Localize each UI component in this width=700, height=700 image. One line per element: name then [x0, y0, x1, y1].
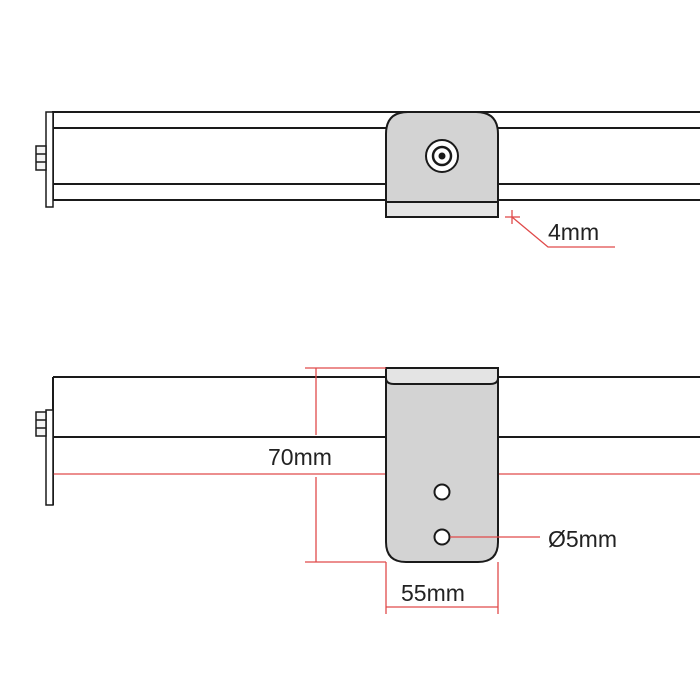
- bottom-end-plate: [45, 409, 54, 506]
- thickness-label: 4mm: [548, 219, 599, 245]
- height-dimension: [305, 367, 386, 563]
- bottom-bracket-plate: [385, 367, 499, 563]
- bottom-view: 70mm Ø5mm 55mm: [35, 367, 700, 614]
- bottom-rail: [52, 376, 700, 505]
- width-label: 55mm: [401, 580, 465, 606]
- bottom-bracket: [385, 367, 499, 563]
- bottom-end-cap: [35, 409, 54, 506]
- bottom-bracket-bend: [385, 367, 499, 385]
- top-end-bolt: [35, 145, 47, 171]
- top-rail-body: [52, 111, 700, 201]
- top-bracket-edge: [385, 201, 499, 218]
- top-view: 4mm: [35, 111, 700, 248]
- bottom-end-bolt: [35, 411, 47, 437]
- height-label: 70mm: [268, 444, 332, 470]
- thickness-leader: [511, 216, 615, 248]
- top-end-cap: [35, 111, 54, 208]
- top-bracket: [385, 111, 499, 218]
- hole-diameter-label: Ø5mm: [548, 526, 617, 552]
- mounting-hole-lower-icon: [433, 528, 451, 546]
- mounting-hole-upper-icon: [433, 483, 451, 501]
- top-rail: [52, 111, 700, 201]
- width-dimension: [385, 562, 499, 614]
- thickness-dimension: [505, 210, 615, 248]
- top-end-plate: [45, 111, 54, 208]
